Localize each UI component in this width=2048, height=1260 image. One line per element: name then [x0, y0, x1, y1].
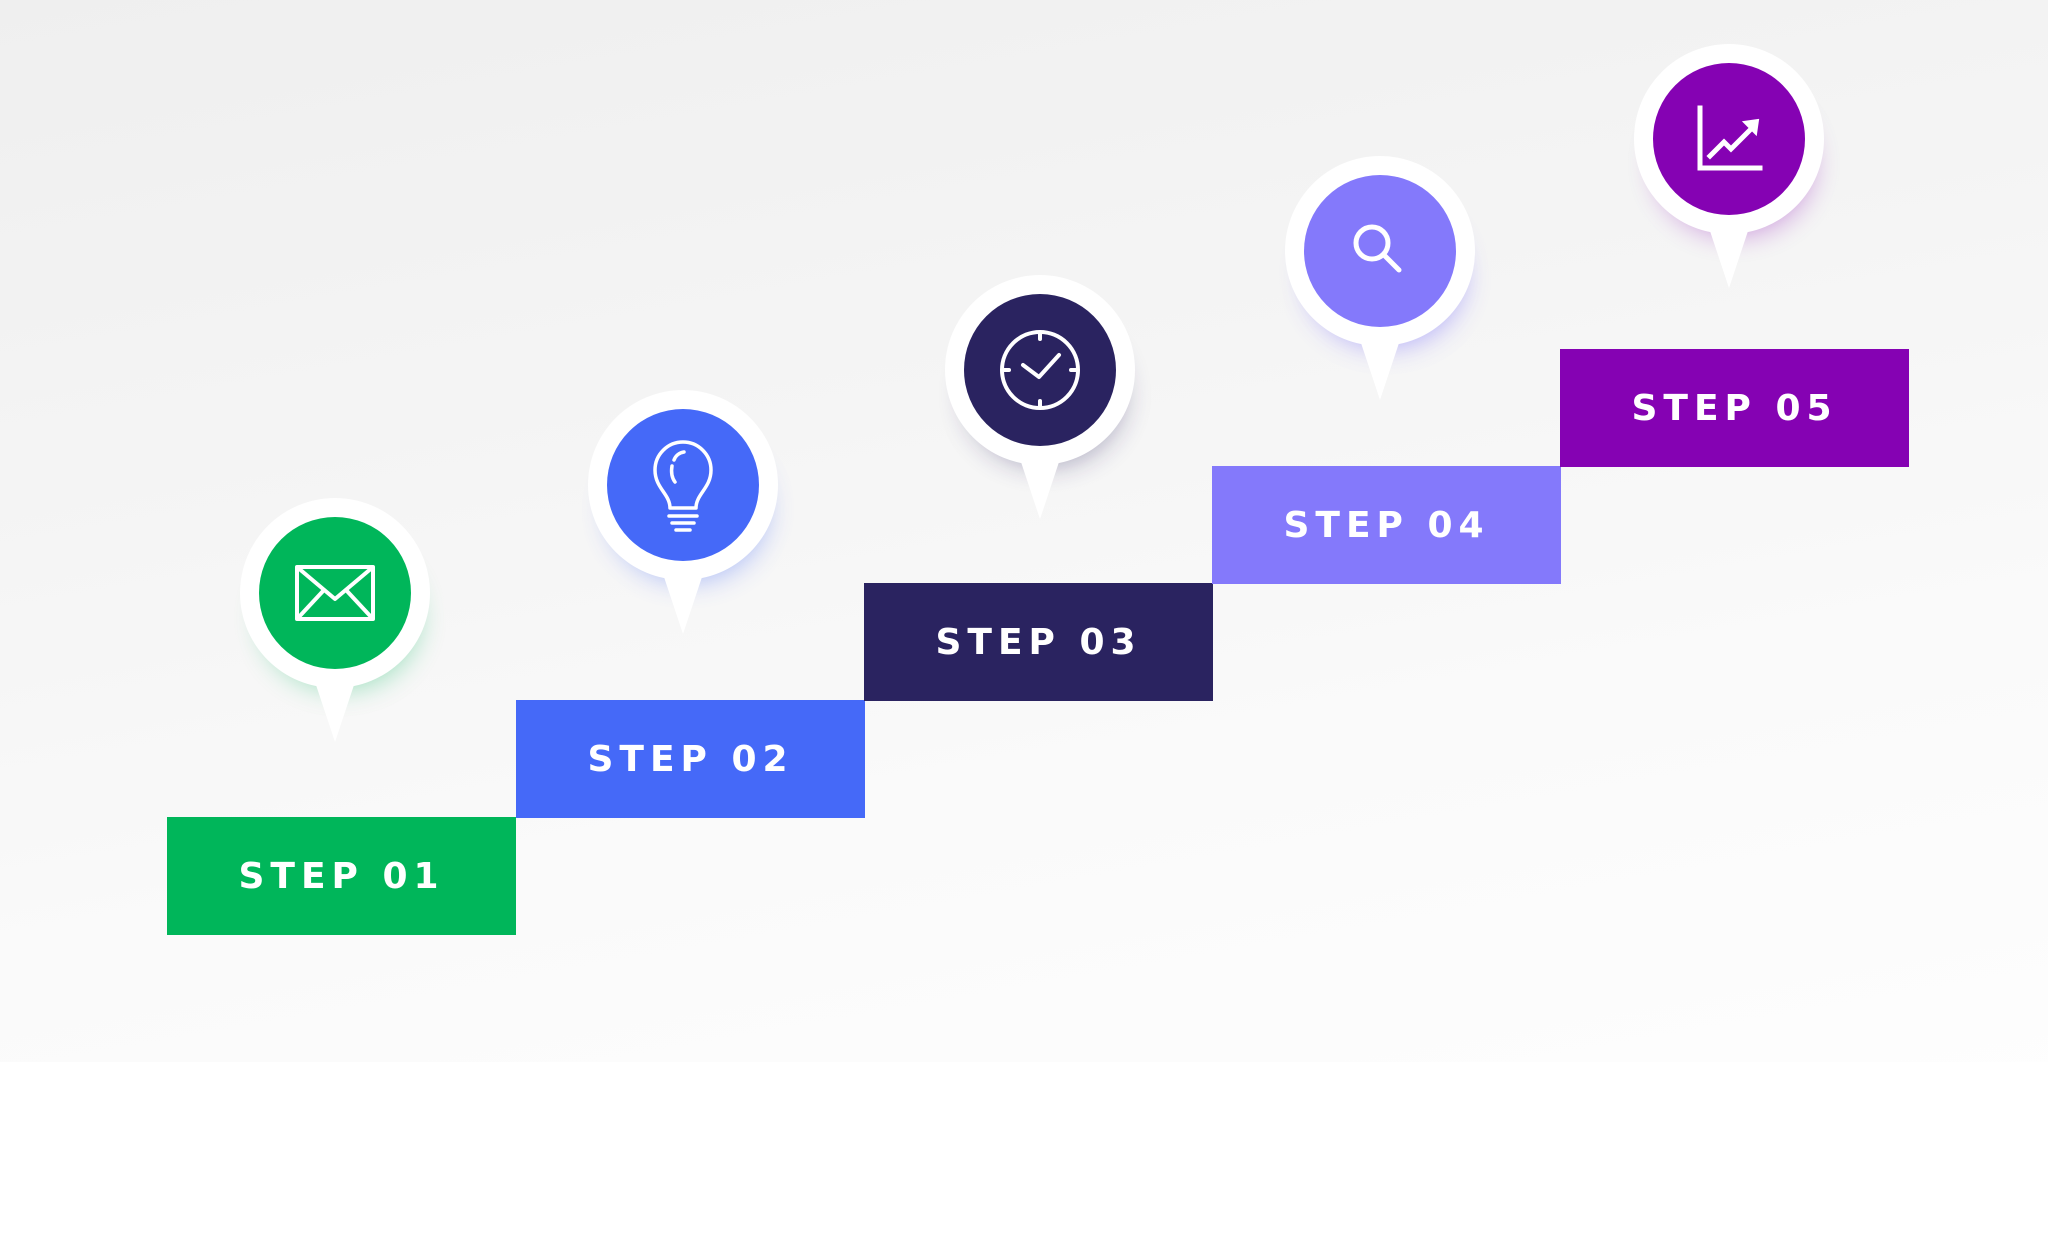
pin-marker-05: [1634, 44, 1824, 294]
step-bar-03: STEP 03: [864, 583, 1213, 701]
floor-background: [0, 1062, 2048, 1260]
pin-marker-04: [1285, 156, 1475, 406]
step-bar-02: STEP 02: [516, 700, 865, 818]
step-label-01: STEP 01: [238, 855, 445, 897]
step-bar-04: STEP 04: [1212, 466, 1561, 584]
pin-marker-03: [945, 275, 1135, 525]
step-label-03: STEP 03: [935, 621, 1142, 663]
envelope-icon: [295, 565, 375, 621]
step-bar-01: STEP 01: [167, 817, 516, 935]
pin-circle-04: [1304, 175, 1456, 327]
step-bar-05: STEP 05: [1560, 349, 1909, 467]
step-label-02: STEP 02: [587, 738, 794, 780]
clock-icon: [1000, 330, 1080, 410]
pin-circle-01: [259, 517, 411, 669]
step-label-05: STEP 05: [1631, 387, 1838, 429]
search-icon: [1353, 224, 1402, 273]
growth-chart-icon: [1697, 105, 1763, 171]
pin-circle-03: [964, 294, 1116, 446]
lightbulb-icon: [653, 440, 713, 532]
pin-circle-02: [607, 409, 759, 561]
pin-circle-05: [1653, 63, 1805, 215]
pin-marker-01: [240, 498, 430, 748]
pin-marker-02: [588, 390, 778, 640]
step-label-04: STEP 04: [1283, 504, 1490, 546]
